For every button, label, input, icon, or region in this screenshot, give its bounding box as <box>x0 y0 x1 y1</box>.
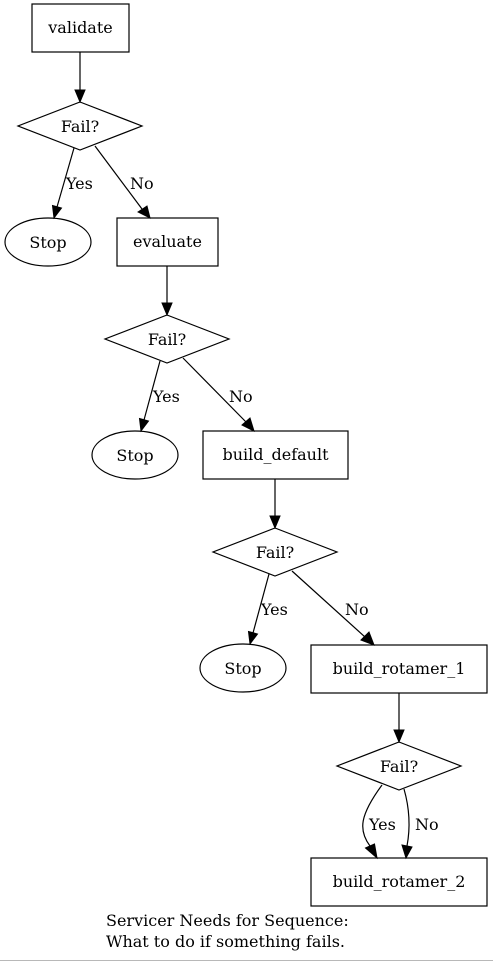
decision-fail-2: Fail? <box>103 314 231 364</box>
edge-label-yes-3: Yes <box>260 600 288 619</box>
bottom-border <box>0 960 493 961</box>
edge-fail-1-to-stop-1: Yes <box>51 147 93 220</box>
caption-line-2: What to do if something fails. <box>106 932 345 951</box>
terminal-stop-3-label: Stop <box>224 659 261 678</box>
decision-fail-1-label: Fail? <box>61 117 99 136</box>
node-evaluate-label: evaluate <box>133 232 202 251</box>
edge-label-yes-2: Yes <box>152 387 180 406</box>
decision-fail-4-label: Fail? <box>380 757 418 776</box>
node-build-rotamer-2: build_rotamer_2 <box>310 857 488 907</box>
node-build-rotamer-2-label: build_rotamer_2 <box>333 872 466 891</box>
node-validate-label: validate <box>47 18 113 37</box>
terminal-stop-2-label: Stop <box>116 446 153 465</box>
edge-validate-to-fail-1 <box>74 52 86 104</box>
edge-fail-4-to-build-rotamer-2-yes: Yes <box>362 784 396 860</box>
node-evaluate: evaluate <box>116 217 219 267</box>
decision-fail-1: Fail? <box>16 101 144 151</box>
terminal-stop-2: Stop <box>91 430 179 480</box>
edge-build-default-to-fail-3 <box>269 479 281 530</box>
decision-fail-3-label: Fail? <box>256 543 294 562</box>
edge-fail-2-to-stop-2: Yes <box>138 360 180 433</box>
terminal-stop-1: Stop <box>4 217 92 267</box>
edge-fail-3-to-stop-3: Yes <box>247 573 288 646</box>
node-build-rotamer-1: build_rotamer_1 <box>310 644 488 694</box>
edge-label-no-4: No <box>415 815 439 834</box>
terminal-stop-3: Stop <box>199 643 287 693</box>
edge-fail-1-to-evaluate: No <box>94 145 154 219</box>
edge-label-no-2: No <box>229 387 253 406</box>
edge-fail-2-to-build-default: No <box>182 357 255 432</box>
decision-fail-4: Fail? <box>335 741 463 791</box>
node-build-default-label: build_default <box>222 445 329 464</box>
node-build-default: build_default <box>202 430 349 480</box>
decision-fail-2-label: Fail? <box>148 330 186 349</box>
decision-fail-3: Fail? <box>211 527 339 577</box>
edge-fail-4-to-build-rotamer-2-no: No <box>401 788 439 860</box>
edge-build-rotamer-1-to-fail-4 <box>393 693 405 744</box>
edge-label-no-1: No <box>130 174 154 193</box>
edge-label-no-3: No <box>345 600 369 619</box>
node-build-rotamer-1-label: build_rotamer_1 <box>333 659 466 678</box>
edge-label-yes-1: Yes <box>65 174 93 193</box>
node-validate: validate <box>31 3 130 53</box>
terminal-stop-1-label: Stop <box>29 233 66 252</box>
diagram-caption: Servicer Needs for Sequence: What to do … <box>106 911 349 951</box>
edge-evaluate-to-fail-2 <box>161 266 173 317</box>
caption-line-1: Servicer Needs for Sequence: <box>106 911 349 930</box>
edge-fail-3-to-build-rotamer-1: No <box>291 570 375 646</box>
edge-label-yes-4: Yes <box>368 815 396 834</box>
